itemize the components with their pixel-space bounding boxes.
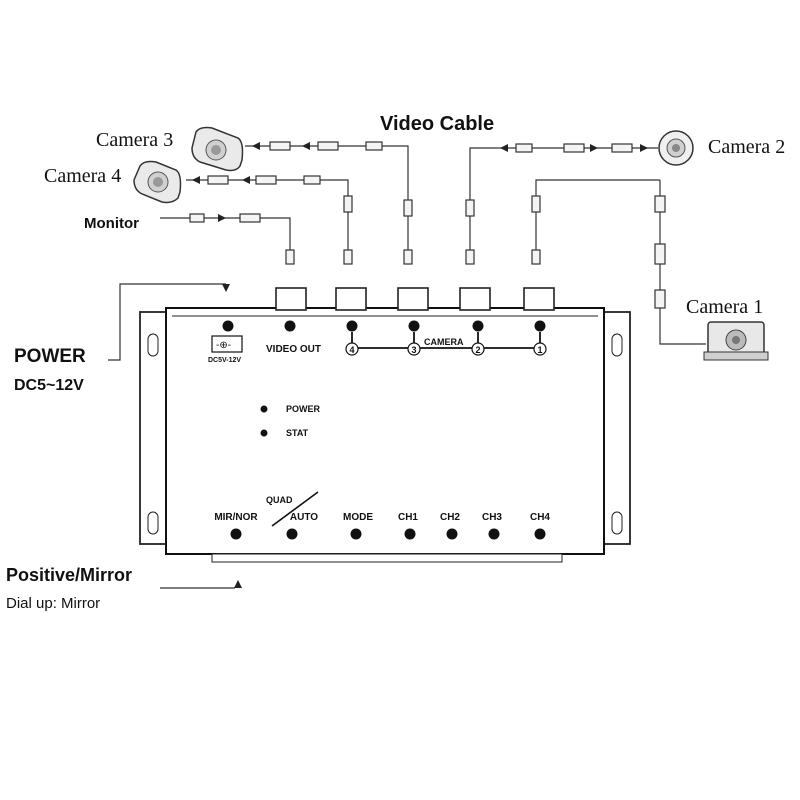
quad-auto-button[interactable] [286,528,298,540]
camera-inputs-label: CAMERA [424,337,464,347]
monitor-label: Monitor [84,215,139,232]
power-led-label: POWER [286,404,321,414]
cable-arrows [192,142,648,588]
diagram-title: Video Cable [380,113,494,135]
quad-label: QUAD [266,495,293,505]
camera-bus-line [351,332,541,349]
status-leds: POWER STAT [260,404,321,438]
ch2-button[interactable] [446,528,458,540]
mode-button[interactable] [350,528,362,540]
stat-led [260,429,268,437]
camera-4-icon [133,160,182,204]
camera-1-icon [703,321,769,361]
dc-input-label: DC5V-12V [208,357,241,364]
mir-nor-label: MIR/NOR [214,512,258,523]
ch1-label: CH1 [398,512,418,523]
camera-1-label: Camera 1 [686,296,763,318]
svg-text:-⊕-: -⊕- [216,340,231,351]
camera-4-label: Camera 4 [44,165,121,187]
positive-mirror-heading: Positive/Mirror [6,565,132,585]
ch2-label: CH2 [440,512,460,523]
dial-up-note: Dial up: Mirror [6,595,100,612]
ch3-button[interactable] [488,528,500,540]
channel-number: 2 [475,345,480,355]
camera-3-label: Camera 3 [96,129,173,151]
ch4-label: CH4 [530,512,550,523]
ch1-button[interactable] [404,528,416,540]
mode-label: MODE [343,512,373,523]
channel-number-circles: 4 3 2 1 [345,342,547,356]
power-heading: POWER [14,346,86,367]
camera-2-label: Camera 2 [708,136,785,158]
channel-number: 3 [411,345,416,355]
auto-label: AUTO [290,512,318,523]
power-led [260,405,268,413]
dc-power-icon: -⊕- [211,335,243,353]
button-labels: MIR/NOR AUTO MODE CH1 CH2 CH3 CH4 [214,512,550,523]
video-out-label: VIDEO OUT [266,344,321,355]
cable-connectors [189,141,666,309]
camera-3-icon [191,126,244,172]
power-range: DC5~12V [14,377,84,394]
mir-nor-button[interactable] [230,528,242,540]
right-bracket [603,311,631,545]
stat-led-label: STAT [286,428,309,438]
ch3-label: CH3 [482,512,502,523]
camera-2-icon [658,130,694,166]
quad-auto-divider [271,491,319,527]
channel-number: 4 [349,345,354,355]
ch4-button[interactable] [534,528,546,540]
channel-number: 1 [537,345,542,355]
top-port-dots [222,320,546,332]
